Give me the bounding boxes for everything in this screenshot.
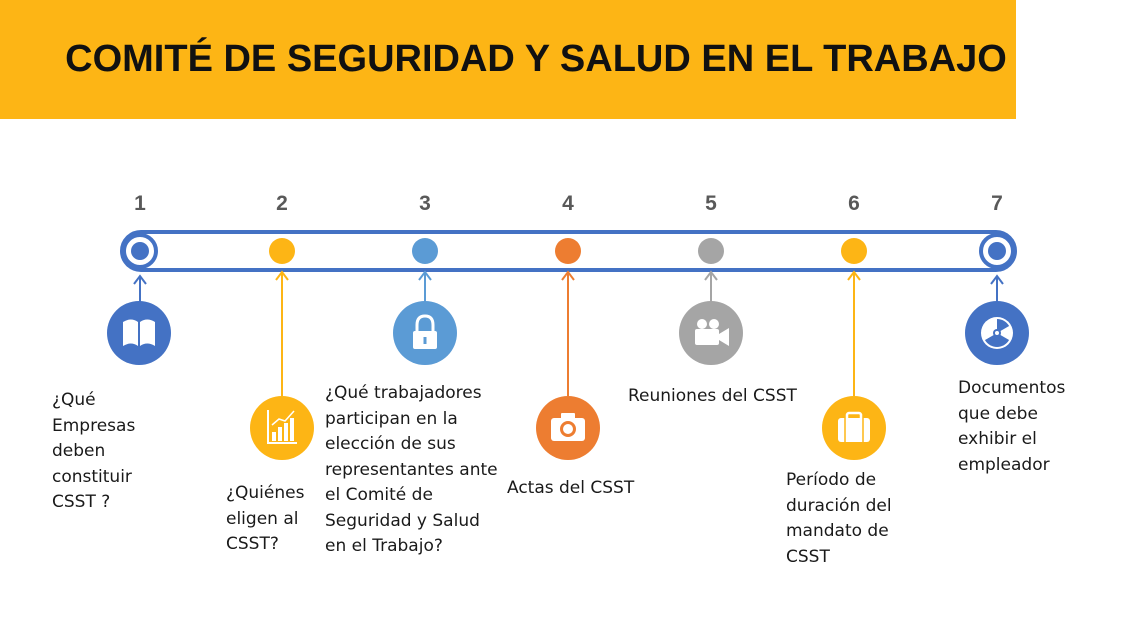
step-label-1: ¿Qué Empresas deben constituir CSST ? [52, 390, 136, 512]
chart-icon [250, 396, 314, 460]
step-number-7: 7 [991, 192, 1003, 215]
timeline-node-6 [841, 238, 867, 264]
step-label-6: Período de duración del mandato de CSST [786, 470, 892, 567]
video-camera-icon [679, 301, 743, 365]
timeline-node-3 [412, 238, 438, 264]
step-label-4: Actas del CSST [507, 478, 635, 498]
connector-arrow-2 [275, 270, 289, 396]
lock-icon [393, 301, 457, 365]
step-number-1: 1 [134, 192, 146, 215]
step-label-5: Reuniones del CSST [628, 386, 797, 406]
step-label-2: ¿Quiénes eligen al CSST? [226, 483, 305, 554]
step-number-6: 6 [848, 192, 860, 215]
briefcase-icon [822, 396, 886, 460]
connector-arrow-7 [990, 274, 1004, 302]
connector-arrow-5 [704, 270, 718, 302]
step-label-3: ¿Qué trabajadores participan en la elecc… [325, 383, 498, 556]
radiation-icon [965, 301, 1029, 365]
step-label-7: Documentos que debe exhibir el empleador [958, 378, 1066, 475]
step-number-4: 4 [562, 192, 574, 215]
connector-arrow-4 [561, 270, 575, 396]
step-number-3: 3 [419, 192, 431, 215]
connector-arrow-6 [847, 270, 861, 396]
timeline-node-2 [269, 238, 295, 264]
step-number-2: 2 [276, 192, 288, 215]
camera-icon [536, 396, 600, 460]
page-title: COMITÉ DE SEGURIDAD Y SALUD EN EL TRABAJ… [65, 38, 1007, 80]
title-banner [0, 0, 1016, 119]
timeline-node-7 [979, 233, 1015, 269]
connector-arrow-3 [418, 270, 432, 302]
timeline-node-1 [122, 233, 158, 269]
connector-arrow-1 [133, 274, 147, 302]
timeline-node-5 [698, 238, 724, 264]
step-number-5: 5 [705, 192, 717, 215]
timeline-node-4 [555, 238, 581, 264]
book-icon [107, 301, 171, 365]
